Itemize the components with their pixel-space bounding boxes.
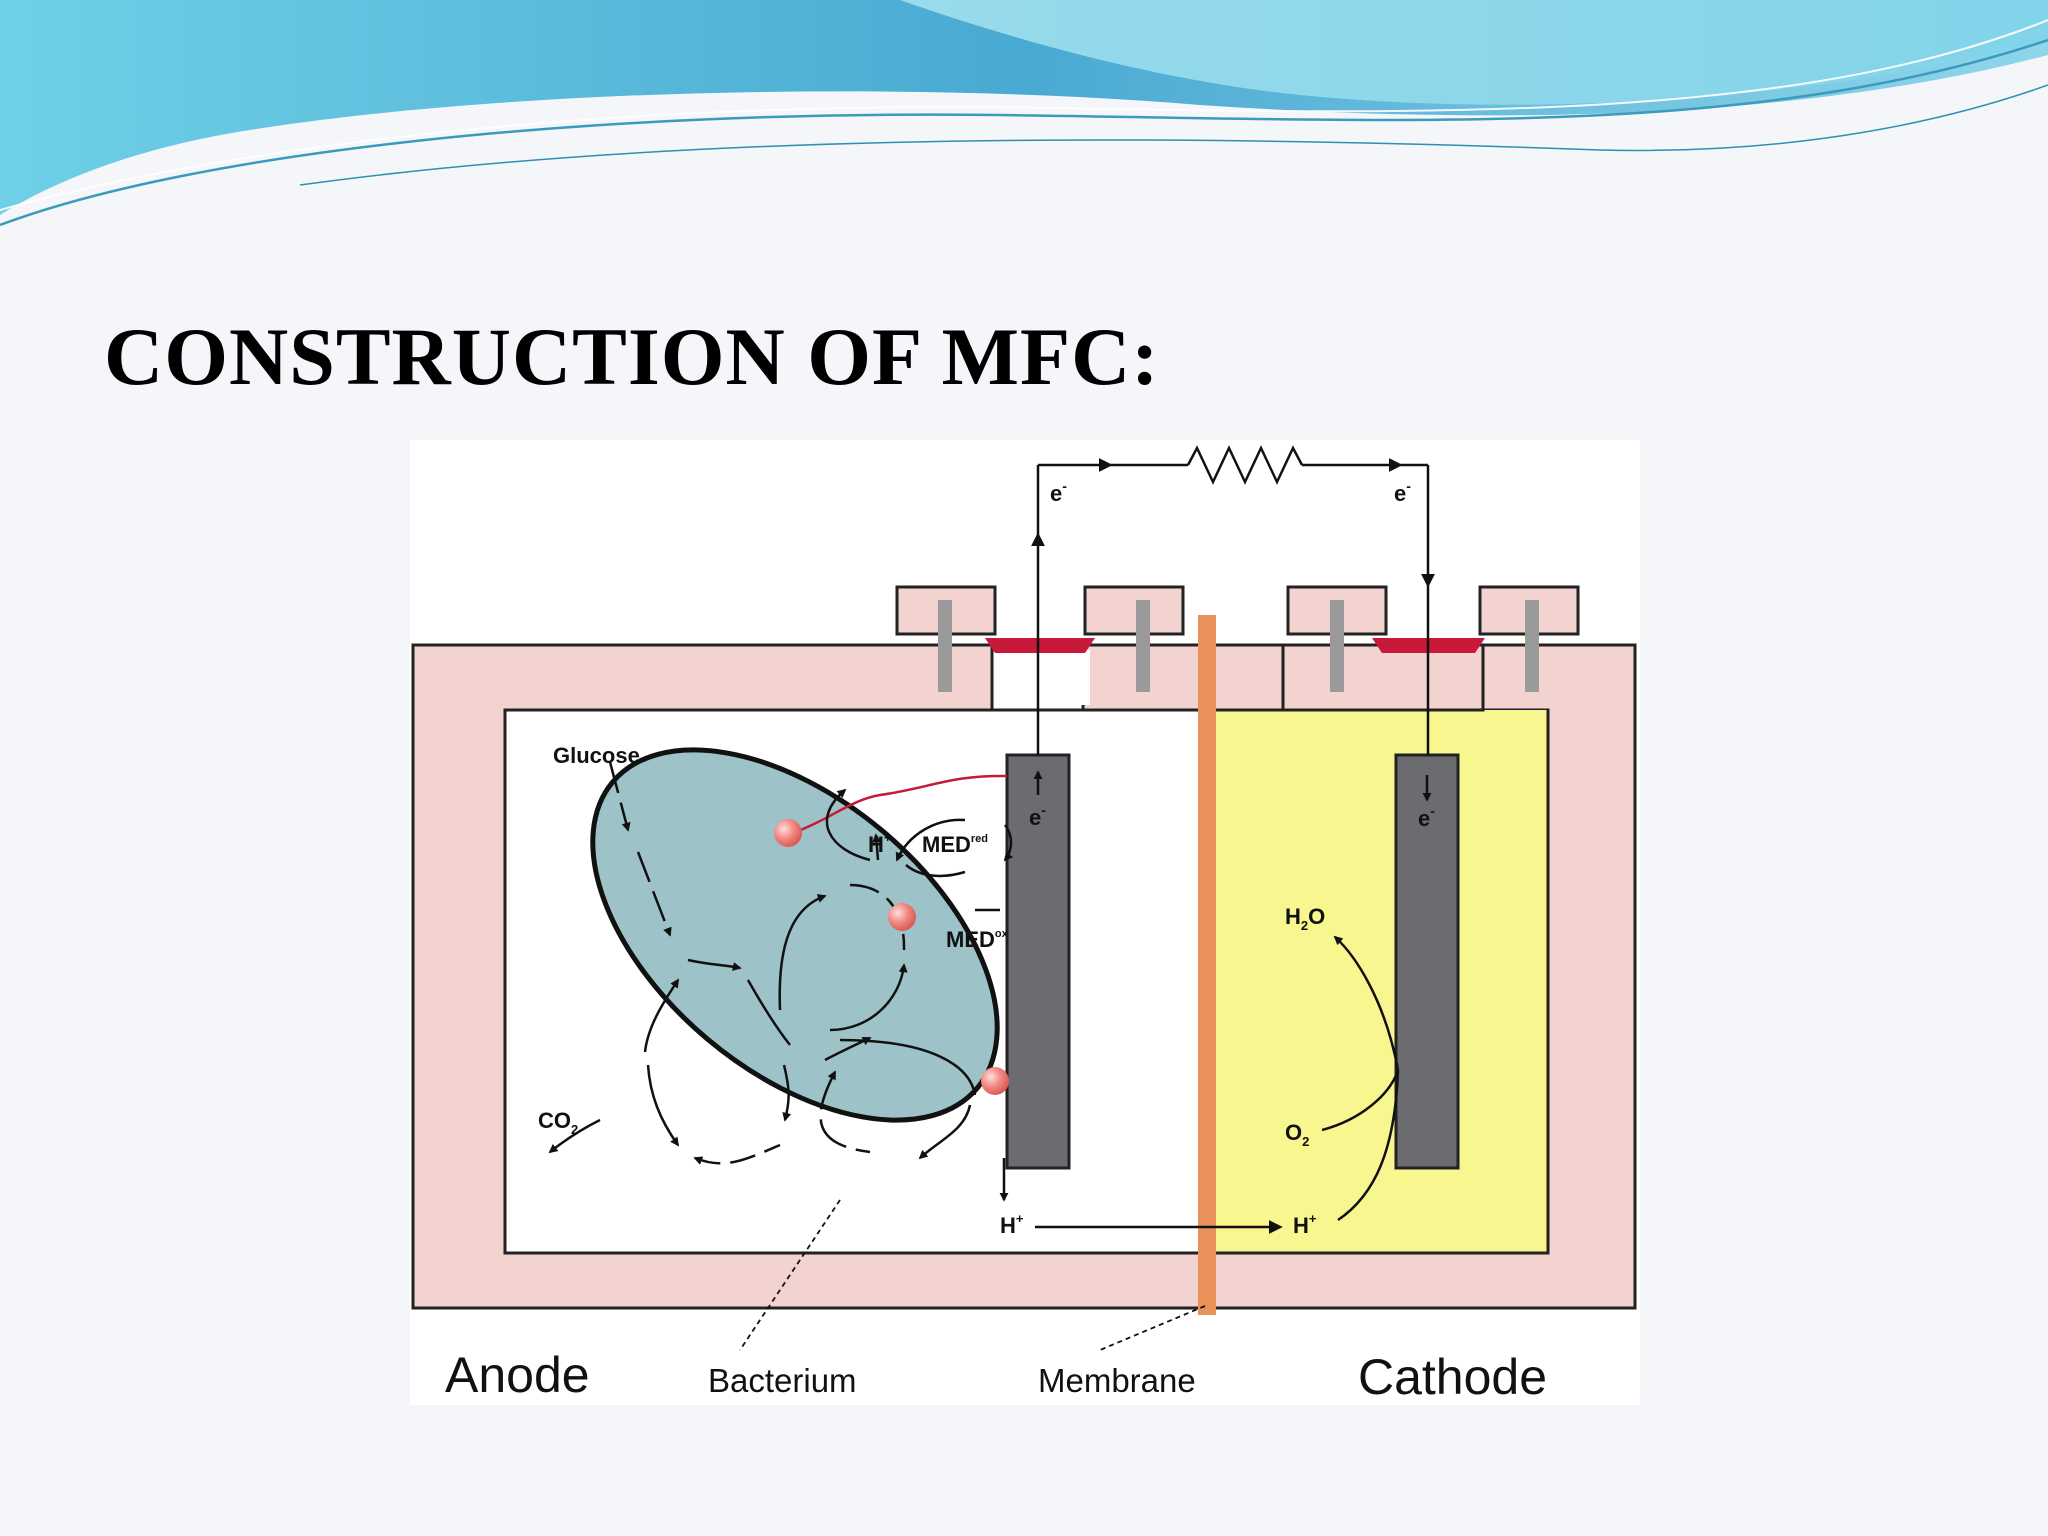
membrane-protein-1 xyxy=(774,819,802,847)
co2-label: CO2 xyxy=(538,1108,578,1137)
bacterium-cell xyxy=(590,747,1000,1123)
proton-label-anode: H+ xyxy=(1000,1211,1024,1238)
resistor-icon xyxy=(1186,445,1304,485)
seal-anode xyxy=(985,638,1095,653)
stopper-left-1 xyxy=(895,585,997,692)
electron-label-top-right: e- xyxy=(1394,478,1411,506)
stopper-right-2 xyxy=(1478,585,1580,692)
mfc-diagram: e- e- e- e- Glucose xyxy=(410,440,1640,1405)
caption-anode: Anode xyxy=(445,1347,590,1403)
electron-label-top-left: e- xyxy=(1050,478,1067,506)
stopper-left-2 xyxy=(1083,585,1185,692)
metabolic-pathway-arrows xyxy=(548,761,1000,1165)
nanowire xyxy=(787,774,1008,837)
glucose-label: Glucose xyxy=(553,743,640,768)
proton-label-cathode: H+ xyxy=(1293,1211,1317,1238)
caption-bacterium: Bacterium xyxy=(708,1362,857,1399)
oxygen-label: O2 xyxy=(1285,1120,1309,1149)
slide-title: CONSTRUCTION OF MFC: xyxy=(104,311,1160,402)
caption-membrane: Membrane xyxy=(1038,1362,1196,1399)
membrane-protein-3 xyxy=(981,1067,1009,1095)
cathode-reaction-arrows xyxy=(1321,935,1400,1222)
stopper-right-1 xyxy=(1286,585,1388,692)
electron-label-anode: e- xyxy=(1029,802,1046,830)
proton-label-top: H+ xyxy=(868,830,892,857)
caption-cathode: Cathode xyxy=(1358,1349,1547,1405)
anode-electrode xyxy=(1005,753,1071,1170)
electron-label-cathode: e- xyxy=(1418,803,1435,831)
cathode-electrode xyxy=(1394,753,1460,1170)
cathode-chamber xyxy=(1205,710,1548,1253)
mediator-cycle xyxy=(872,818,1014,878)
membrane xyxy=(1198,615,1216,1315)
external-circuit xyxy=(1031,445,1435,755)
mediator-red-label: MEDred xyxy=(922,832,988,857)
header-wave-decoration xyxy=(0,0,2048,227)
mediator-ox-label: MEDox xyxy=(946,927,1009,952)
membrane-protein-2 xyxy=(888,903,916,931)
water-label: H2O xyxy=(1285,904,1325,933)
